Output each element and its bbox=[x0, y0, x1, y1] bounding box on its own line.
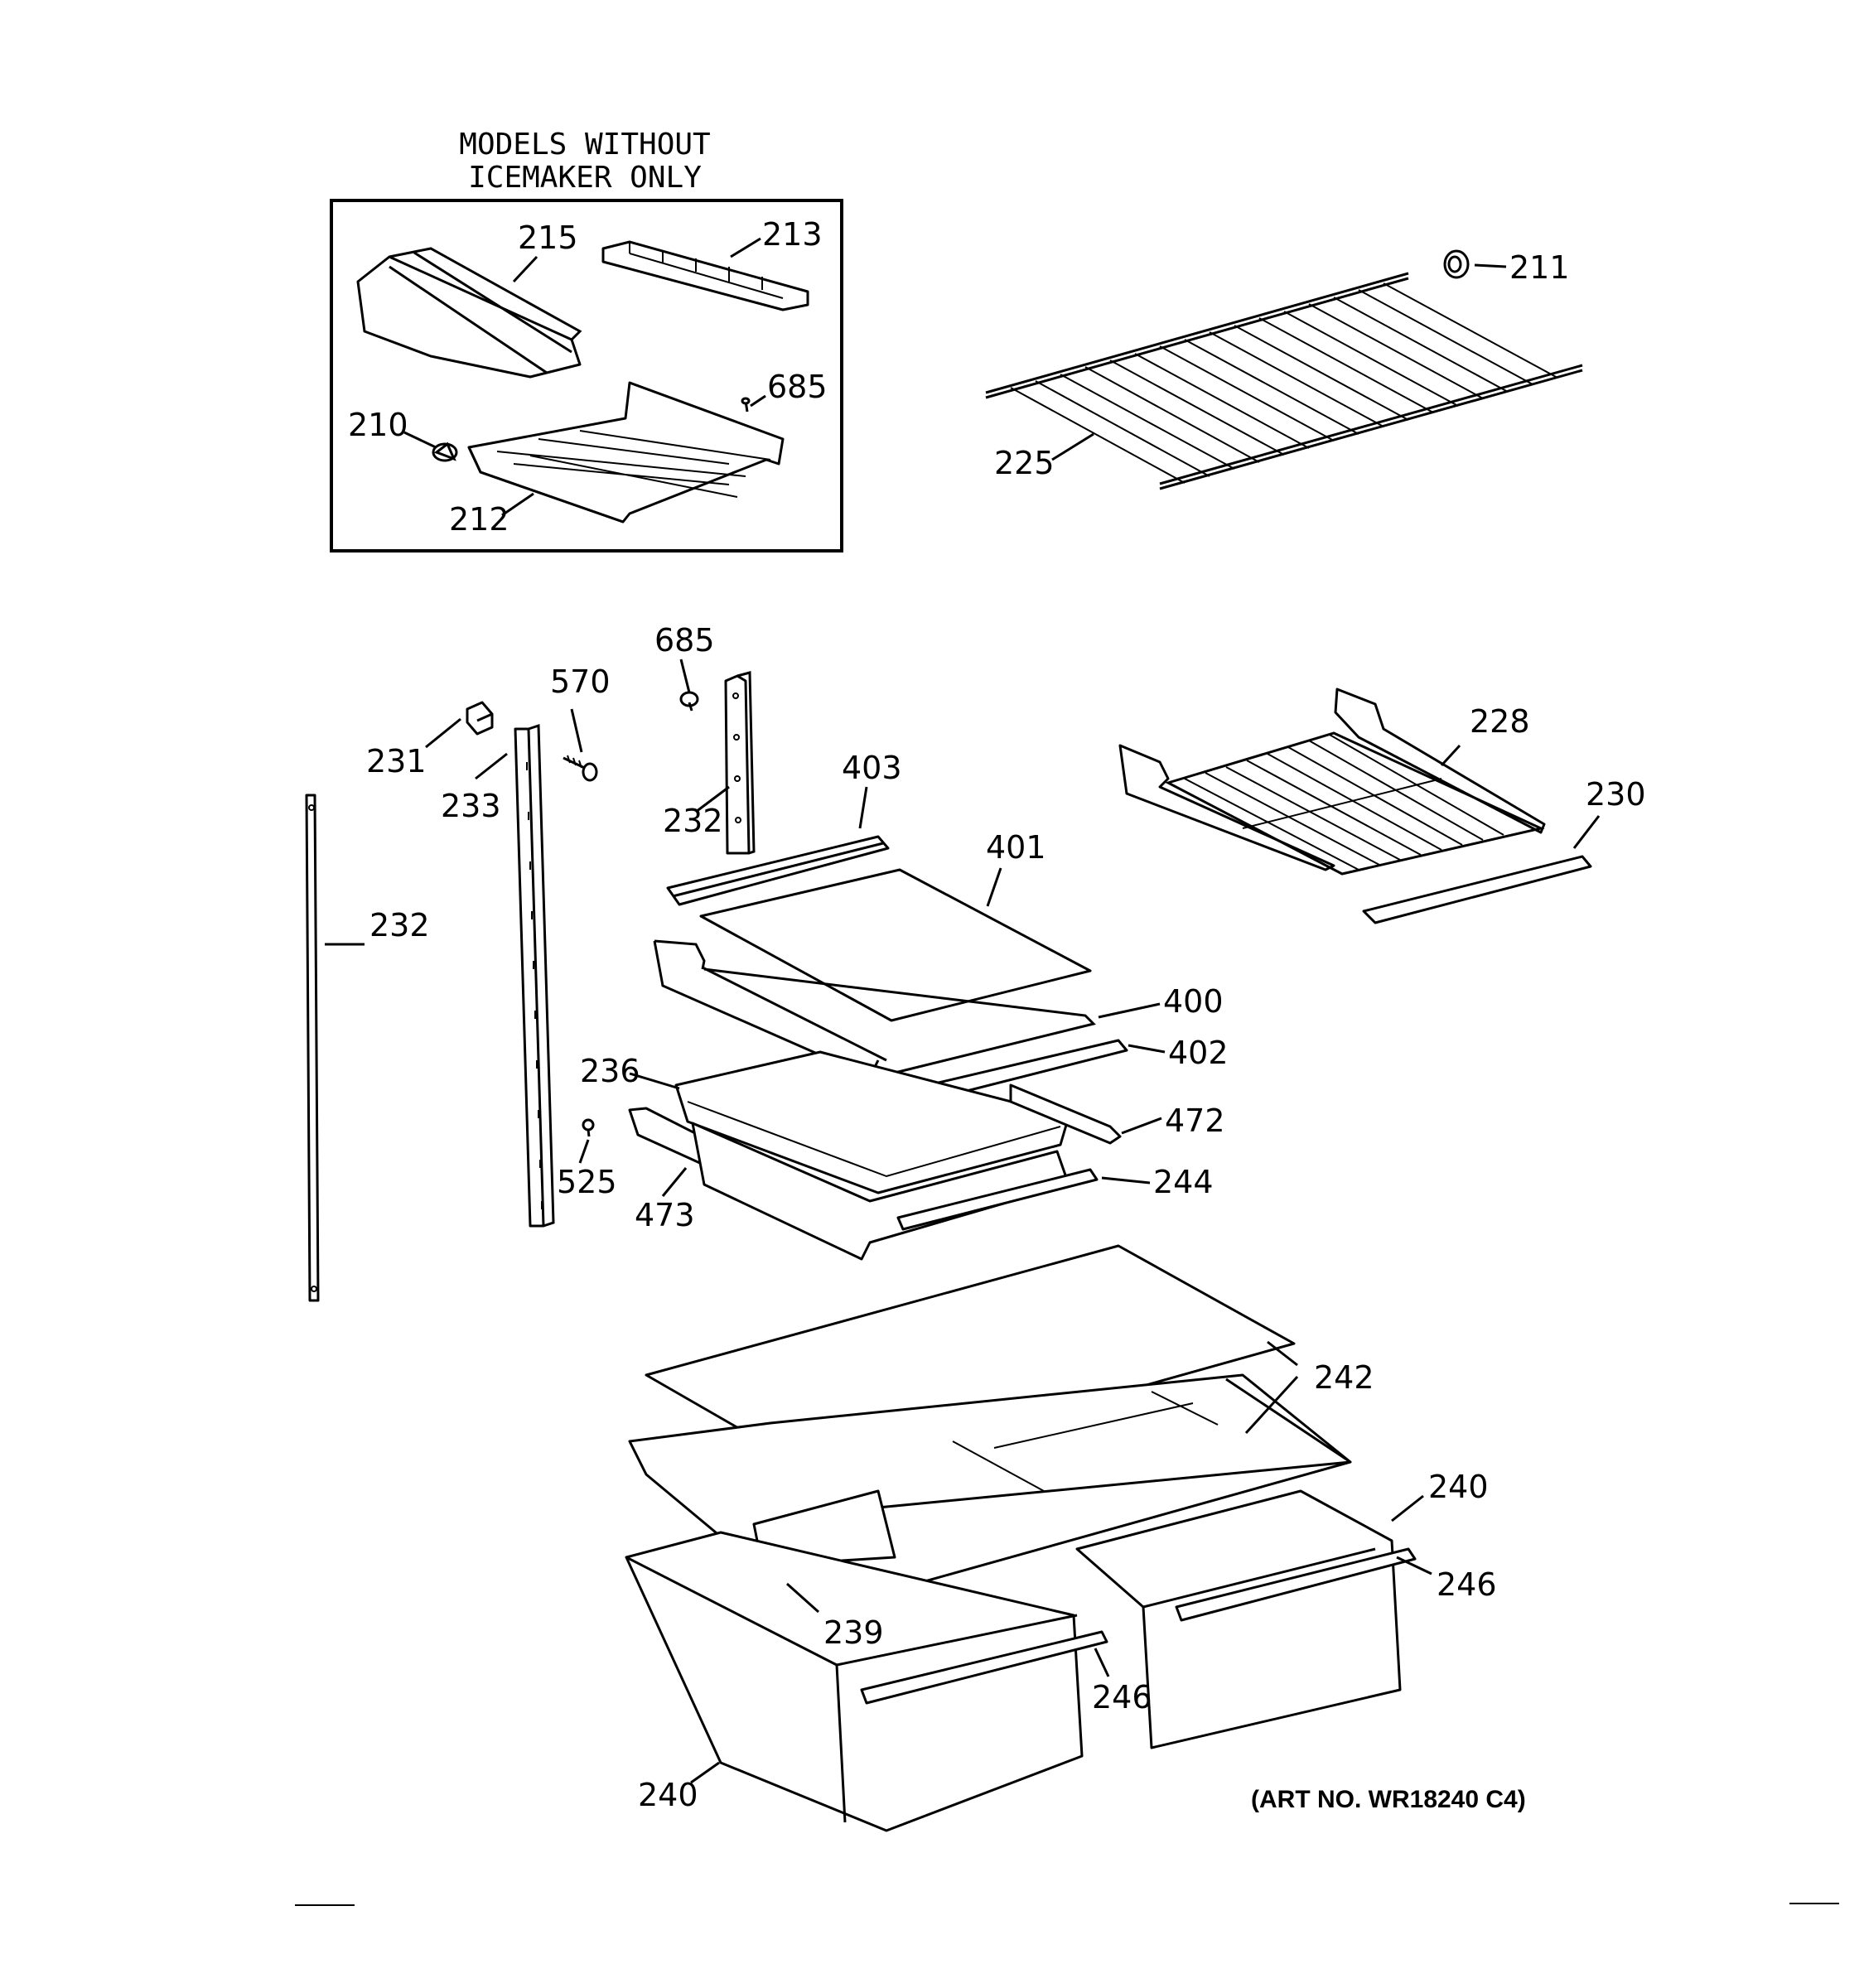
callout-240-left: 240 bbox=[638, 1777, 698, 1813]
part-230-trim bbox=[1362, 855, 1592, 924]
callout-244: 244 bbox=[1153, 1164, 1214, 1200]
callout-246-left: 246 bbox=[1092, 1679, 1152, 1715]
callout-232-left: 232 bbox=[369, 907, 430, 943]
callout-473: 473 bbox=[635, 1197, 695, 1233]
callout-215: 215 bbox=[518, 220, 578, 256]
inset-header: MODELS WITHOUT ICEMAKER ONLY bbox=[459, 128, 710, 195]
callout-570: 570 bbox=[550, 663, 611, 700]
callout-225: 225 bbox=[994, 445, 1055, 481]
part-570-screw bbox=[563, 755, 598, 782]
callout-401: 401 bbox=[986, 829, 1046, 866]
part-225-wire-shelf bbox=[985, 272, 1583, 490]
callout-233: 233 bbox=[441, 788, 501, 824]
part-401-glass bbox=[699, 868, 1092, 1022]
callout-230: 230 bbox=[1586, 776, 1646, 813]
part-213-ice-tray bbox=[601, 240, 809, 311]
callout-232-center: 232 bbox=[663, 803, 723, 839]
callout-242: 242 bbox=[1314, 1359, 1374, 1396]
part-231-clip bbox=[466, 701, 494, 736]
part-236-crisper-cover bbox=[674, 1050, 1070, 1194]
callout-213: 213 bbox=[762, 216, 823, 253]
callout-403: 403 bbox=[842, 750, 902, 786]
part-525-screw bbox=[582, 1118, 595, 1137]
leader-lines bbox=[325, 237, 1601, 1784]
part-232-rail-left bbox=[305, 794, 320, 1302]
callout-labels: 215 213 685 210 212 211 225 685 570 231 … bbox=[348, 216, 1646, 1813]
part-685-screw-main bbox=[679, 691, 699, 712]
part-228-shelf bbox=[1118, 688, 1546, 876]
callout-472: 472 bbox=[1165, 1103, 1225, 1139]
part-685-screw-inset bbox=[741, 397, 751, 413]
callout-685-inset: 685 bbox=[767, 369, 828, 405]
header-line-1: MODELS WITHOUT bbox=[459, 128, 710, 162]
part-244-trim bbox=[896, 1168, 1099, 1231]
callout-231: 231 bbox=[366, 743, 427, 779]
part-232-rail-center bbox=[724, 671, 756, 855]
callout-402: 402 bbox=[1168, 1035, 1229, 1071]
part-211-bumper bbox=[1443, 249, 1470, 279]
part-210-peg bbox=[432, 442, 458, 462]
callout-400: 400 bbox=[1163, 983, 1224, 1020]
callout-239: 239 bbox=[823, 1614, 884, 1651]
callout-210: 210 bbox=[348, 407, 408, 443]
callout-246-right: 246 bbox=[1437, 1566, 1497, 1603]
header-line-2: ICEMAKER ONLY bbox=[468, 161, 702, 195]
scan-marks bbox=[295, 1903, 1839, 1906]
part-212-freezer-shelf bbox=[467, 381, 785, 524]
part-403-trim bbox=[666, 835, 890, 906]
part-240-drawer-right bbox=[1075, 1489, 1417, 1749]
callout-236: 236 bbox=[580, 1053, 640, 1089]
part-240-drawer-left bbox=[625, 1531, 1108, 1832]
part-215-ice-bucket bbox=[356, 247, 582, 379]
callout-525: 525 bbox=[557, 1164, 617, 1200]
callout-228: 228 bbox=[1470, 703, 1530, 740]
part-233-rail bbox=[514, 723, 555, 1228]
art-number: (ART NO. WR18240 C4) bbox=[1251, 1786, 1526, 1813]
callout-240-right: 240 bbox=[1428, 1469, 1489, 1505]
callout-211: 211 bbox=[1509, 249, 1570, 286]
part-472-slide bbox=[1009, 1083, 1122, 1145]
inset-box bbox=[330, 199, 843, 552]
callout-212: 212 bbox=[449, 501, 509, 538]
callout-685-main: 685 bbox=[654, 622, 715, 659]
